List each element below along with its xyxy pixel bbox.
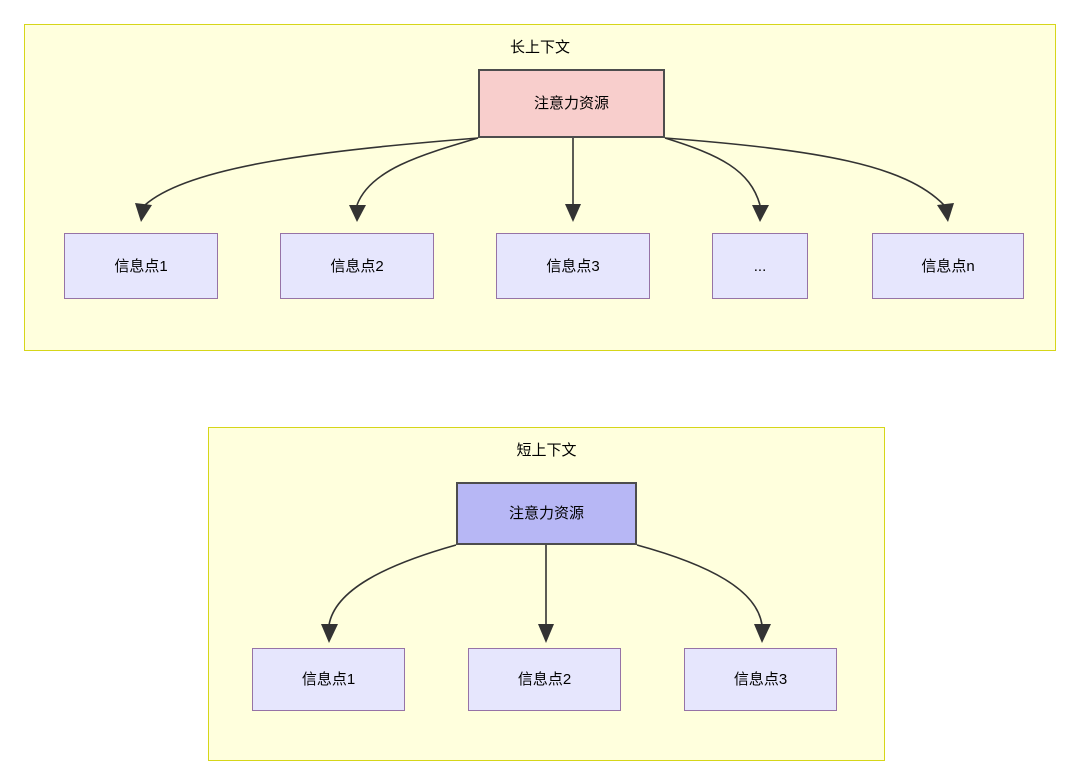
long-context-info-label-2: 信息点2: [330, 257, 384, 275]
short-context-attention-node[interactable]: 注意力资源: [456, 482, 637, 545]
long-context-info-label-ellipsis: ...: [753, 257, 767, 275]
long-context-info-node-ellipsis[interactable]: ...: [712, 233, 808, 299]
short-context-info-node-1[interactable]: 信息点1: [252, 648, 405, 711]
long-context-info-node-1[interactable]: 信息点1: [64, 233, 218, 299]
long-context-info-label-n: 信息点n: [921, 257, 975, 275]
short-context-info-label-3: 信息点3: [733, 671, 788, 688]
long-context-info-node-n[interactable]: 信息点n: [872, 233, 1024, 299]
long-context-attention-label: 注意力资源: [533, 95, 609, 112]
short-context-info-node-2[interactable]: 信息点2: [468, 648, 621, 711]
long-context-title: 长上下文: [509, 39, 570, 56]
long-context-info-node-2[interactable]: 信息点2: [280, 233, 434, 299]
long-context-info-node-3[interactable]: 信息点3: [496, 233, 650, 299]
short-context-info-label-1: 信息点1: [301, 671, 356, 688]
short-context-info-node-3[interactable]: 信息点3: [684, 648, 837, 711]
short-context-title: 短上下文: [516, 442, 577, 459]
long-context-attention-node[interactable]: 注意力资源: [478, 69, 665, 138]
long-context-info-label-1: 信息点1: [114, 257, 168, 275]
short-context-info-label-2: 信息点2: [517, 671, 572, 688]
short-context-attention-label: 注意力资源: [508, 505, 584, 522]
long-context-info-label-3: 信息点3: [546, 257, 600, 275]
